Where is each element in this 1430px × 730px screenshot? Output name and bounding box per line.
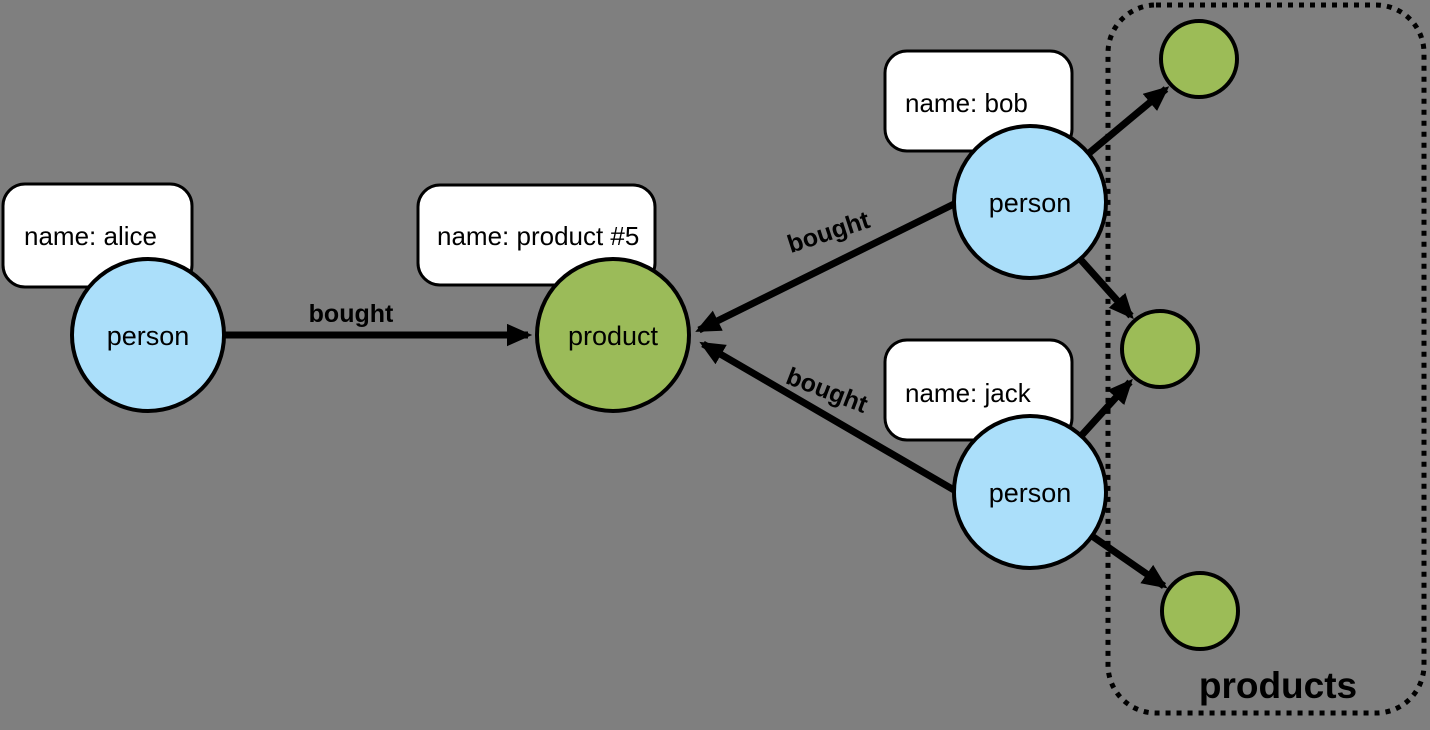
edge-label-bought-alice: bought <box>309 300 394 328</box>
edge-jack-product-mid <box>1078 378 1133 439</box>
node-alice-person <box>70 257 226 413</box>
node-bob-person <box>952 124 1108 280</box>
property-text-alice: name: alice <box>24 221 157 251</box>
node-alice-label: person <box>107 321 190 351</box>
node-product-small-bottom <box>1160 571 1240 651</box>
products-group-boundary <box>1105 2 1427 716</box>
edge-bob-product-top <box>1085 86 1170 157</box>
node-product5 <box>535 257 691 413</box>
property-text-product5: name: product #5 <box>437 221 639 251</box>
node-product-small-top <box>1159 19 1239 99</box>
edge-bob-bought-product <box>695 200 956 334</box>
node-bob-label: person <box>989 188 1072 218</box>
property-text-jack: name: jack <box>905 378 1032 408</box>
node-jack-label: person <box>989 478 1072 508</box>
products-group-label: products <box>1199 665 1357 706</box>
node-product5-label: product <box>568 321 659 351</box>
edge-jack-bought-product <box>699 340 956 494</box>
property-text-bob: name: bob <box>905 88 1028 118</box>
edge-bob-product-mid <box>1078 257 1134 320</box>
node-jack-person <box>952 414 1108 570</box>
edge-jack-product-bottom <box>1090 533 1168 589</box>
node-product-small-mid <box>1120 309 1200 389</box>
